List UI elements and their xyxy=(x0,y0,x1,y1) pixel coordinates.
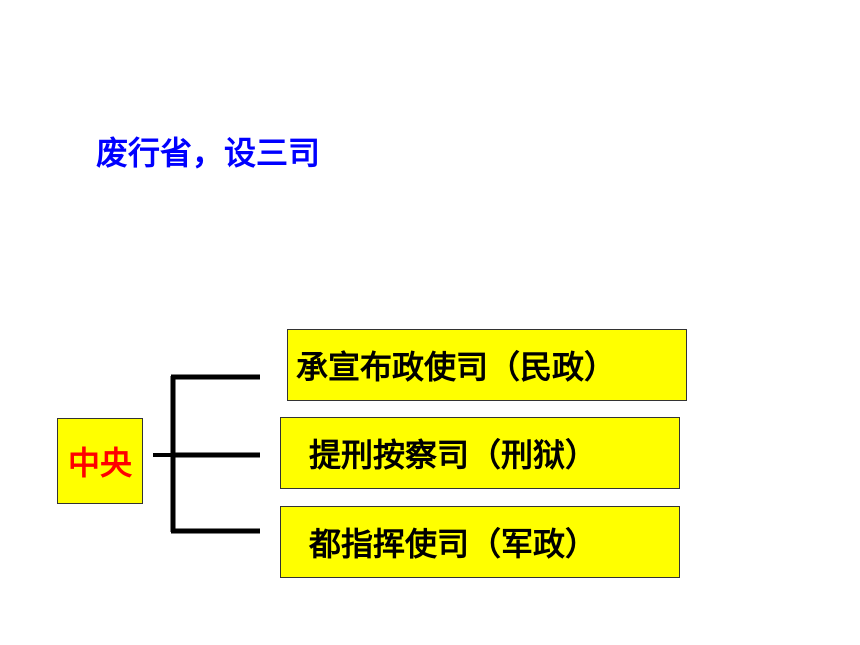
branch-node-judicial: 提刑按察司（刑狱） xyxy=(280,417,680,489)
root-node-label: 中央 xyxy=(67,444,132,482)
root-node-central: 中央 xyxy=(57,418,143,504)
branch-node-label: 都指挥使司（军政） xyxy=(309,525,598,563)
branch-node-label: 提刑按察司（刑狱） xyxy=(309,436,598,474)
branch-node-military: 都指挥使司（军政） xyxy=(280,506,680,578)
branch-node-label: 承宣布政使司（民政） xyxy=(296,348,617,386)
slide-title: 废行省，设三司 xyxy=(96,134,321,172)
branch-node-civil-administration: 承宣布政使司（民政） xyxy=(287,329,687,401)
